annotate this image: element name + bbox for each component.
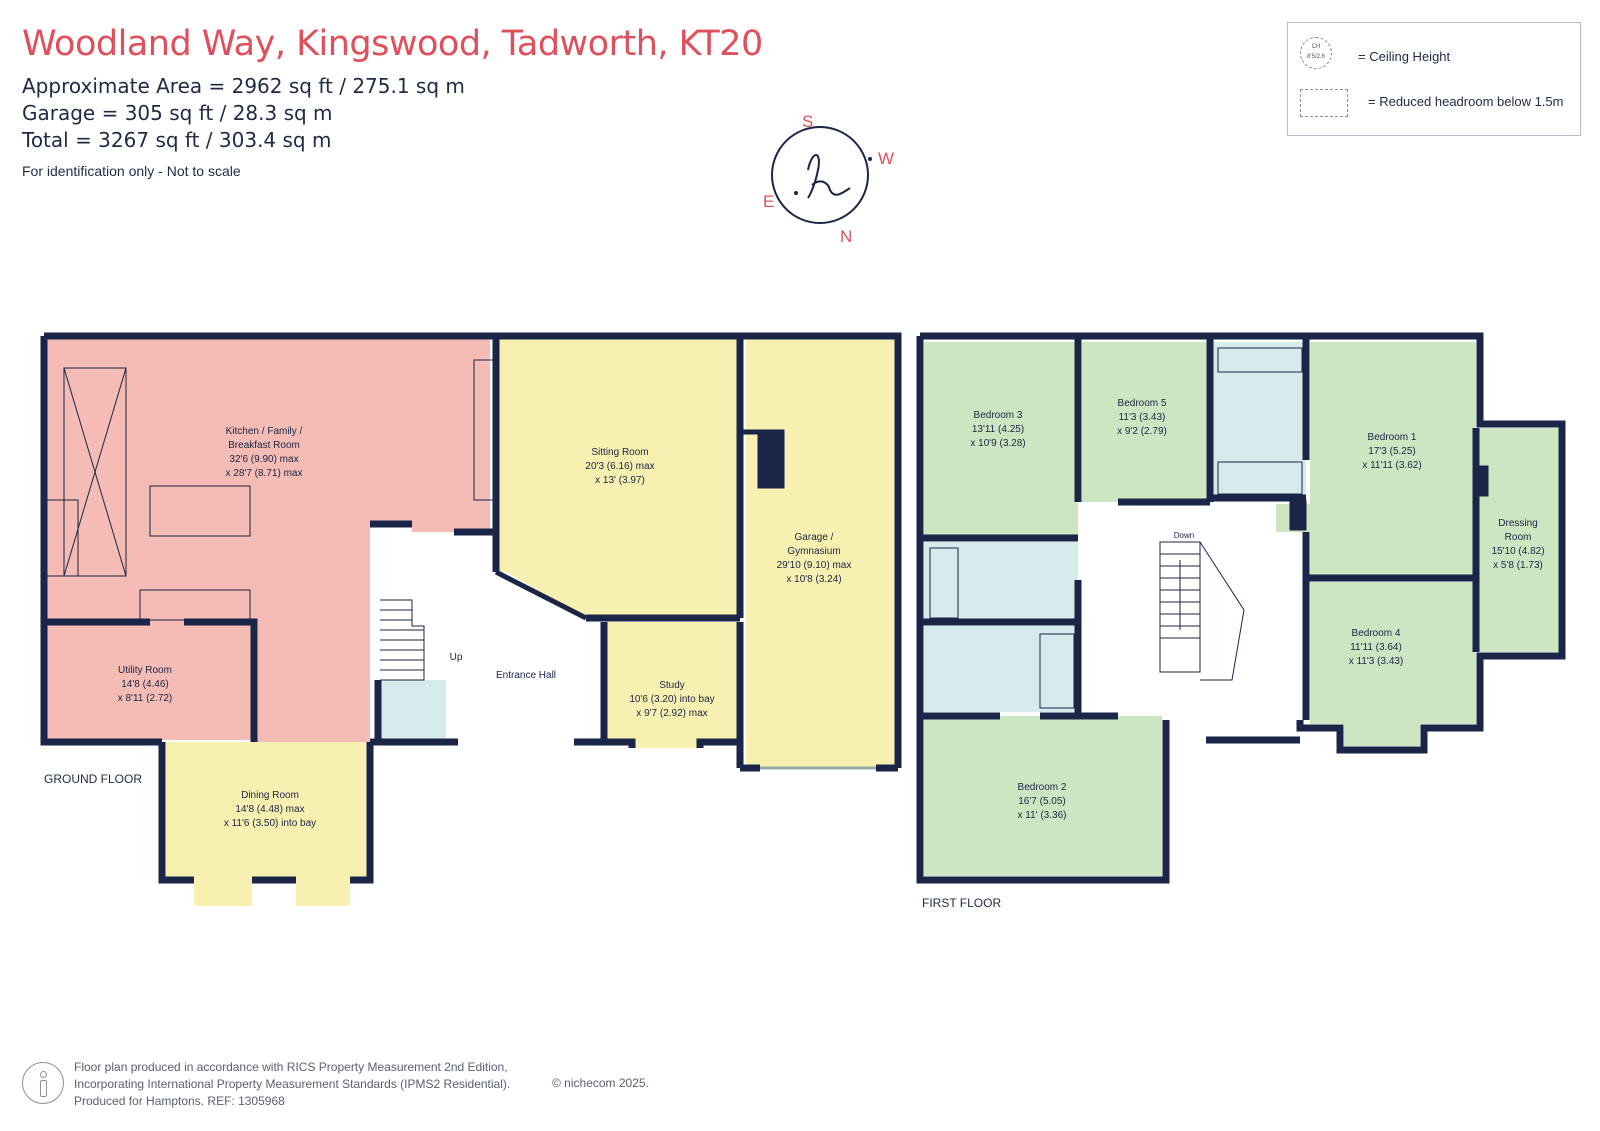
bedroom-1-name: Bedroom 1 [1368,432,1417,443]
kitchen-fittings [43,359,495,621]
ground-floor-stairs [380,599,425,681]
compass-w: W [878,149,894,168]
bedroom-1-dim2: x 11'11 (3.62) [1362,460,1421,471]
dining-name: Dining Room [241,790,299,801]
ground-floor-plan: Kitchen / Family / Breakfast Room 32'6 (… [40,332,902,906]
first-floor-label: FIRST FLOOR [922,896,1002,910]
footer-line-1: Floor plan produced in accordance with R… [74,1060,508,1074]
sitting-room-area [496,336,740,618]
ground-floor-labels: Kitchen / Family / Breakfast Room 32'6 (… [118,426,852,829]
bedroom-4-area [1310,582,1476,746]
compass-dot [794,191,798,195]
footer-notes: Floor plan produced in accordance with R… [74,1059,510,1110]
garage-dim2: x 10'8 (3.24) [786,574,841,585]
bedroom-3-dim1: 13'11 (4.25) [972,424,1024,435]
ceiling-height-legend: = Ceiling Height [1358,49,1451,64]
dining-room-area [166,742,370,906]
bedroom-2-dim1: 16'7 (5.05) [1018,796,1066,807]
first-floor-labels: Bedroom 3 13'11 (4.25) x 10'9 (3.28) Bed… [970,398,1544,821]
stairs-down-label: Down [1174,531,1194,540]
shower-room-area [924,626,1078,712]
property-title: Woodland Way, Kingswood, Tadworth, KT20 [22,24,763,64]
utility-dim2: x 8'11 (2.72) [118,693,173,704]
bedroom-5-dim1: 11'3 (3.43) [1119,412,1166,423]
compass-n: N [840,227,852,246]
compass-s: S [802,112,813,131]
study-dim1: 10'6 (3.20) into bay [629,694,714,705]
approximate-area: Approximate Area = 2962 sq ft / 275.1 sq… [22,74,465,98]
study-name: Study [659,680,685,691]
kitchen-name2: Breakfast Room [228,440,300,451]
footer-line-3: Produced for Hamptons. REF: 1305968 [74,1094,285,1108]
footer-line-2: Incorporating International Property Mea… [74,1077,511,1091]
dressing-room-area [1476,428,1560,652]
ground-floor-walls [40,332,902,884]
bedroom-3-area [924,342,1078,538]
bedroom-2-dim2: x 11' (3.36) [1018,810,1067,821]
ensuite-area [1212,342,1306,498]
bedroom-5-area [1082,342,1208,502]
entrance-hall-name: Entrance Hall [496,670,556,681]
bedroom-3-name: Bedroom 3 [974,410,1023,421]
garage-dim1: 29'10 (9.10) max [777,560,852,571]
dressing-dim2: x 5'8 (1.73) [1493,560,1543,571]
first-floor-plan: Bedroom 3 13'11 (4.25) x 10'9 (3.28) Bed… [916,332,1566,884]
dining-dim1: 14'8 (4.48) max [235,804,304,815]
ground-floor-thin-walls [494,429,785,621]
compass: S W E N [763,112,894,246]
kitchen-dim2: x 28'7 (8.71) max [226,468,303,479]
garage-area: Garage = 305 sq ft / 28.3 sq m [22,101,333,125]
garage-name1: Garage / [795,532,834,543]
garage-area [746,336,898,768]
reduced-headroom-icon [1300,89,1348,117]
utility-room-area [44,622,254,740]
reduced-headroom-legend: = Reduced headroom below 1.5m [1368,94,1564,109]
garage-name2: Gymnasium [787,546,840,557]
person-info-icon [22,1062,64,1104]
copyright: © nichecom 2025. [552,1076,649,1090]
wc-area [378,680,446,742]
stairs-up-label: Up [450,652,463,663]
bathroom-fittings [929,347,1489,709]
dining-dim2: x 11'6 (3.50) into bay [224,818,316,829]
bedroom-1-dim1: 17'3 (5.25) [1368,446,1416,457]
first-floor-stairs [1159,541,1245,681]
bedroom-4-name: Bedroom 4 [1352,628,1401,639]
bedroom-5-name: Bedroom 5 [1118,398,1167,409]
dressing-dim1: 15'10 (4.82) [1491,546,1544,557]
total-area: Total = 3267 sq ft / 303.4 sq m [22,128,332,152]
sitting-dim2: x 13' (3.97) [595,475,645,486]
dressing-name1: Dressing [1498,518,1537,529]
sitting-dim1: 20'3 (6.16) max [585,461,654,472]
compass-ring [771,126,869,224]
legend: CH 8'5/2.6 = Ceiling Height = Reduced he… [1287,22,1581,136]
bedroom-2-area [924,716,1162,876]
kitchen-name1: Kitchen / Family / [226,426,303,437]
scale-note: For identification only - Not to scale [22,163,241,179]
study-area [604,622,740,748]
ground-floor-label: GROUND FLOOR [44,772,143,786]
compass-e: E [763,192,774,211]
sitting-name: Sitting Room [591,447,648,458]
bedroom-4-dim2: x 11'3 (3.43) [1349,656,1404,667]
bedroom-5-dim2: x 9'2 (2.79) [1117,426,1167,437]
dressing-name2: Room [1505,532,1532,543]
utility-dim1: 14'8 (4.46) [121,679,169,690]
utility-name: Utility Room [118,665,172,676]
kitchen-dim1: 32'6 (9.90) max [229,454,298,465]
first-floor-walls [916,332,1566,884]
compass-dot [868,157,872,161]
bedroom-4-dim1: 11'11 (3.64) [1350,642,1402,653]
study-dim2: x 9'7 (2.92) max [636,708,707,719]
bedroom-1-area [1276,342,1476,578]
ceiling-height-icon: CH 8'5/2.6 [1300,37,1332,69]
logo-mark [807,154,851,199]
bedroom-2-name: Bedroom 2 [1018,782,1067,793]
bathroom-area [924,542,1078,622]
bedroom-3-dim2: x 10'9 (3.28) [970,438,1025,449]
